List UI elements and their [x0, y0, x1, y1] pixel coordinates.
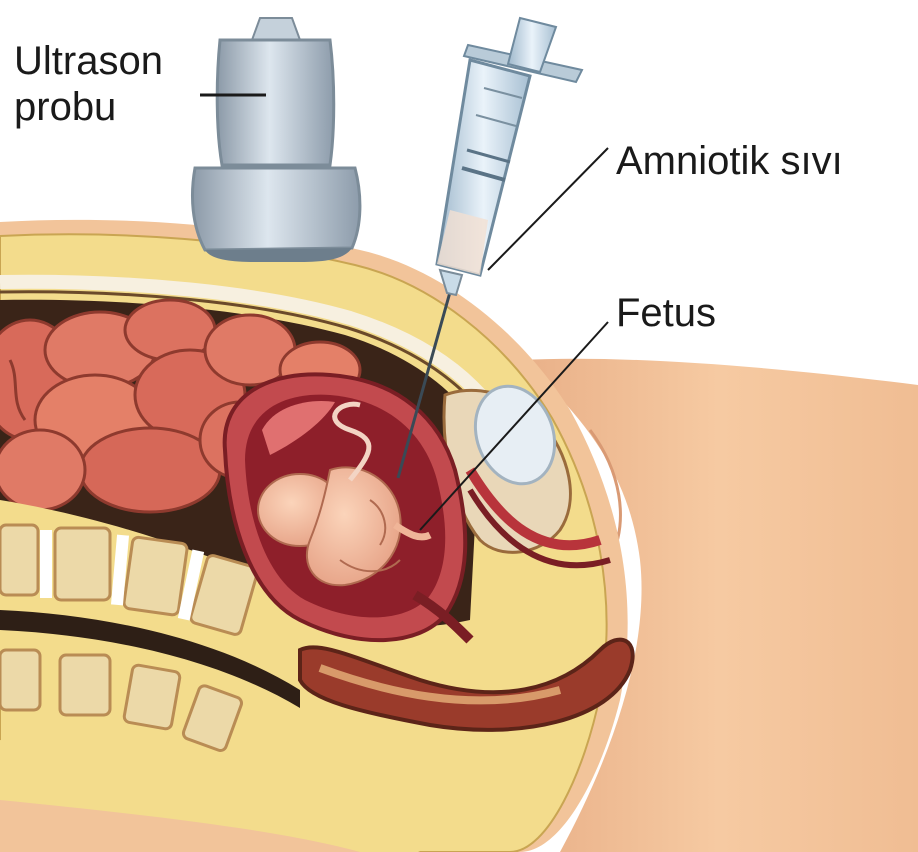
- ultrasound-probe-label-line2: probu: [14, 84, 163, 130]
- ultrasound-probe-label-line1: Ultrason: [14, 38, 163, 84]
- ultrasound-probe-icon: [192, 18, 359, 262]
- amniotic-fluid-label: Amniotik sıvı: [616, 138, 843, 184]
- fetus-label: Fetus: [616, 290, 716, 336]
- ultrasound-probe-label: Ultrason probu: [14, 38, 163, 130]
